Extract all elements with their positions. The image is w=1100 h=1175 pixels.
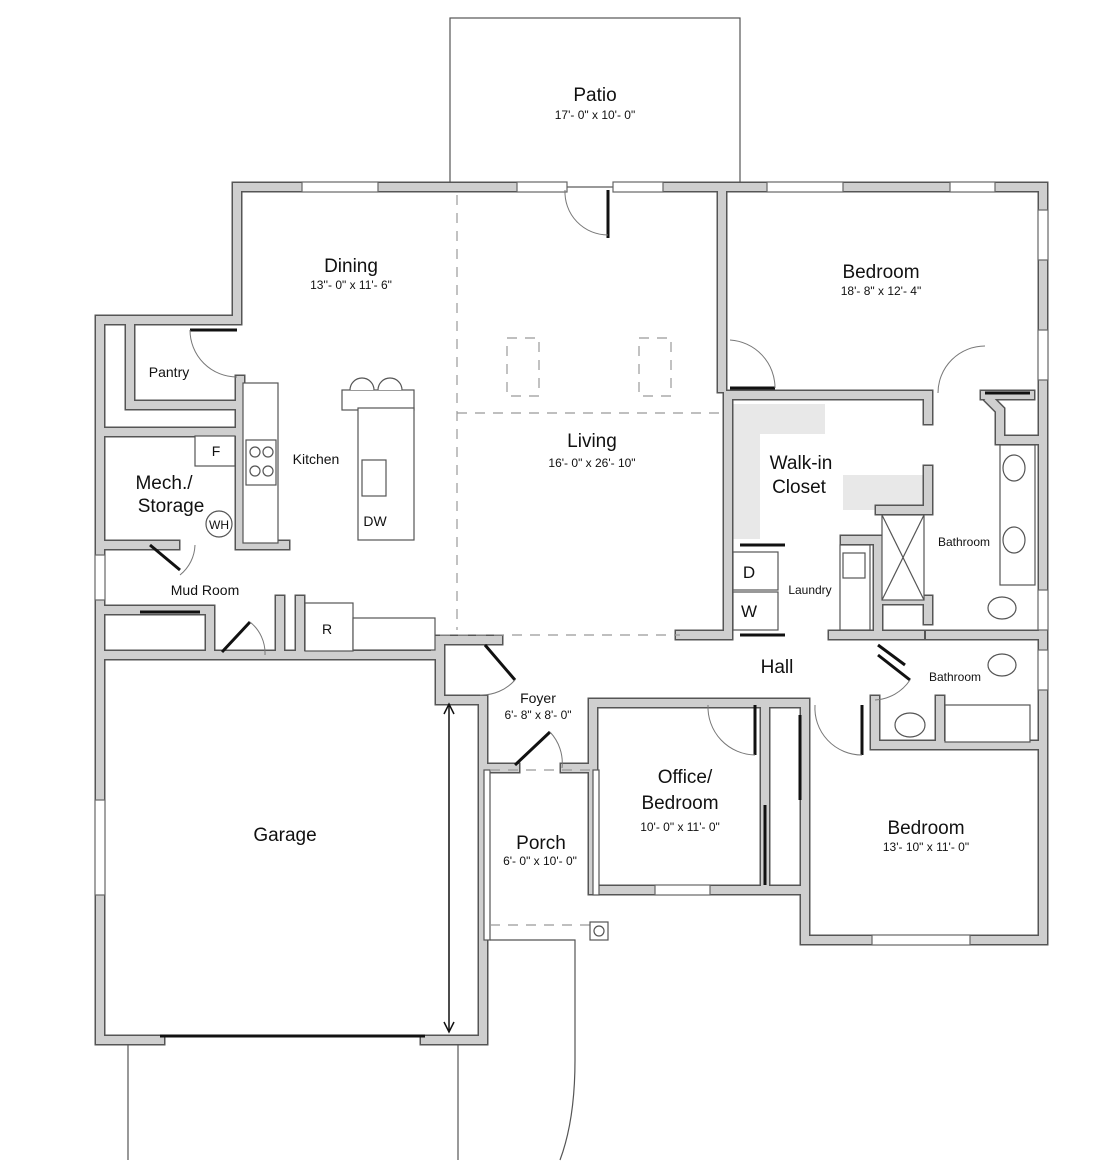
room-dividers xyxy=(440,195,720,636)
range-label: R xyxy=(322,621,332,637)
dining-name: Dining xyxy=(324,256,378,277)
dryer-label: D xyxy=(743,563,755,582)
bedroom2-name: Bedroom xyxy=(887,818,964,839)
doors xyxy=(140,189,1030,1038)
patio-outline xyxy=(449,17,741,188)
mech-name-2: Storage xyxy=(138,496,205,517)
hall-bath-name: Bathroom xyxy=(929,670,981,684)
washer-label: W xyxy=(741,602,757,621)
patio-size: 17'- 0" x 10'- 0" xyxy=(555,108,635,122)
walls xyxy=(94,181,1049,1046)
kitchen-fixtures xyxy=(194,377,436,652)
cooktop xyxy=(245,439,277,486)
living-name: Living xyxy=(567,431,617,452)
master-bedroom-size: 18'- 8" x 12'- 4" xyxy=(841,284,921,298)
dining-size: 13''- 0" x 11'- 6" xyxy=(310,278,392,292)
washer xyxy=(732,591,779,631)
mud-room-name: Mud Room xyxy=(171,582,239,598)
office-name-1: Office/ xyxy=(658,767,713,788)
closet-shelves xyxy=(730,404,923,539)
porch-name: Porch xyxy=(516,833,566,854)
foyer-name: Foyer xyxy=(520,690,556,706)
foyer-size: 6'- 8" x 8'- 0" xyxy=(504,708,571,722)
closet-name-1: Walk-in xyxy=(770,453,833,474)
dryer xyxy=(732,551,779,591)
office-size: 10'- 0" x 11'- 0" xyxy=(640,820,720,834)
fridge xyxy=(194,435,236,467)
bedroom2-size: 13'- 10" x 11'- 0" xyxy=(883,840,969,854)
water-heater xyxy=(205,510,233,538)
driveway-lines xyxy=(127,939,576,1161)
room-labels: Patio 17'- 0" x 10'- 0" Dining 13''- 0" … xyxy=(135,85,990,868)
dishwasher-label: DW xyxy=(363,513,387,529)
windows xyxy=(94,181,1049,946)
kitchen-sink xyxy=(361,459,387,497)
laundry-name: Laundry xyxy=(788,583,831,597)
bath-fixtures xyxy=(732,444,1036,743)
fixture-labels: F WH DW R D W xyxy=(209,443,757,637)
hall-name: Hall xyxy=(761,657,794,678)
patio-name: Patio xyxy=(573,85,616,106)
pantry-name: Pantry xyxy=(149,364,189,380)
kitchen-name: Kitchen xyxy=(293,451,340,467)
master-bath-name: Bathroom xyxy=(938,535,990,549)
living-size: 16'- 0" x 26'- 10" xyxy=(548,456,635,470)
porch-size: 6'- 0" x 10'- 0" xyxy=(503,854,577,868)
office-name-2: Bedroom xyxy=(641,793,718,814)
water-heater-label: WH xyxy=(209,518,229,532)
fridge-label: F xyxy=(212,443,221,459)
porch-walls xyxy=(483,769,609,941)
closet-name-2: Closet xyxy=(772,477,827,498)
mech-name-1: Mech./ xyxy=(135,473,193,494)
master-bedroom-name: Bedroom xyxy=(842,262,919,283)
garage-name: Garage xyxy=(253,825,316,846)
